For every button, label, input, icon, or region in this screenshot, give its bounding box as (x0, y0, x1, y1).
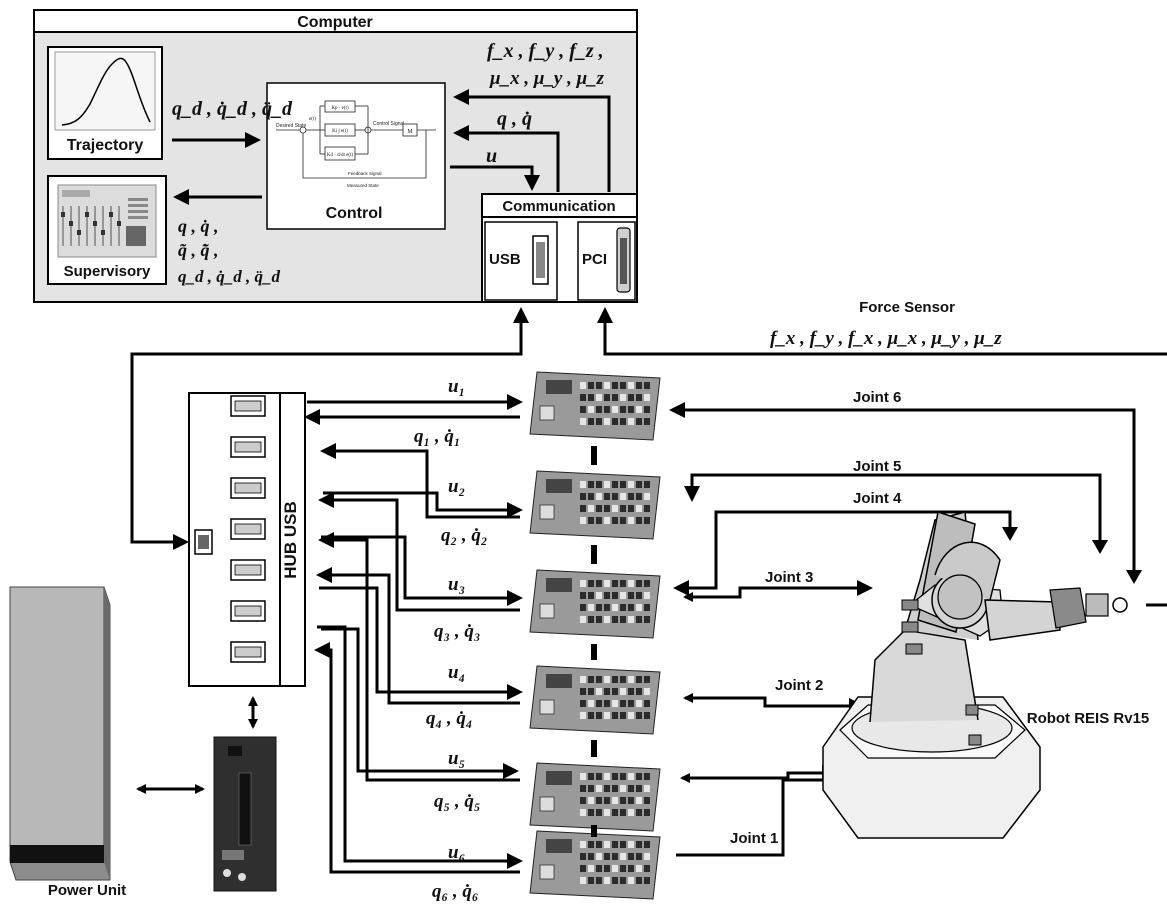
control-output-wire (321, 535, 523, 606)
control-output-label: u₅ (448, 748, 465, 769)
pci-label: PCI (582, 251, 607, 268)
comm-to-control-signal: q , q̇ (497, 108, 532, 130)
control-output-label: u₄ (448, 662, 465, 683)
force-to-control-arrow (453, 89, 611, 192)
joint-controller-board (529, 470, 661, 540)
robot-arm: Robot REIS Rv15 (822, 511, 1150, 839)
svg-text:Measured State: Measured State (347, 183, 379, 188)
control-output-wire (323, 491, 523, 518)
supervisory-slider-knob (101, 230, 105, 235)
communication-block: Communication USB PCI (481, 193, 638, 303)
supervisory-sliders (61, 198, 148, 246)
joint-feedback-label: q₆ , q̇₆ (432, 881, 479, 902)
communication-label: Communication (502, 198, 615, 215)
kp-block (324, 100, 356, 113)
force-to-control-signal-1: f_x , f_y , f_z , (487, 40, 604, 62)
supervisory-slider-knob (93, 221, 97, 226)
svg-text:Control Signal: Control Signal (373, 121, 404, 127)
control-output-wire (321, 627, 519, 779)
joint-feedback-wire (318, 532, 520, 782)
control-block: Desired State e(t) Kp · e(t) Ki ∫ e(t) K… (266, 82, 446, 230)
robot-label: Robot REIS Rv15 (1027, 710, 1150, 727)
supervisory-slider-knob (69, 221, 73, 226)
svg-text:Feedback Signal: Feedback Signal (348, 171, 382, 176)
control-output-label: u₃ (448, 574, 465, 595)
joint-5-wire (684, 473, 1102, 545)
hub-usb-label: HUB USB (281, 501, 300, 578)
hub-usb: HUB USB (188, 392, 306, 687)
hub-board-wires: u₁ q₁ , q̇₁ u₂ q₂ , q̇₂ u₃ q₃ , q̇₃ u₄ q₄ , q̇₄… (304, 376, 523, 902)
supervisory-block: Supervisory (47, 175, 167, 285)
computer-title: Computer (297, 14, 373, 31)
joint-1-wire-b (676, 778, 830, 857)
control-output-label: u₁ (448, 376, 465, 397)
control-to-supervisory-signal-1: q , q̇ , (178, 216, 219, 236)
supervisory-slider-knob (61, 212, 65, 217)
joint-labels: Joint 1 Joint 2 Joint 3 Joint 4 Joint 5 Joint… (669, 389, 1142, 857)
power-board (213, 736, 277, 892)
force-to-control-signal-2: μ_x , μ_y , μ_z (489, 68, 605, 89)
svg-text:Kd · d/dt e(t): Kd · d/dt e(t) (327, 153, 354, 158)
joint-1-label: Joint 1 (730, 830, 778, 847)
joint-feedback-label: q₁ , q̇₁ (414, 426, 461, 447)
svg-text:Ki ∫ e(t): Ki ∫ e(t) (332, 128, 348, 134)
joint-2-label: Joint 2 (775, 677, 823, 694)
control-to-supervisory-signal-2: q̃ , q̃̇ , (178, 240, 219, 260)
joint-feedback-wire (320, 443, 520, 519)
control-output-label: u₆ (448, 842, 465, 863)
control-to-supervisory-signal-3: q_d , q̇_d , q̈_d (178, 267, 281, 286)
joint-controller-boards (529, 371, 661, 900)
power-unit-label: Power Unit (48, 882, 126, 899)
joint-controller-board (529, 830, 661, 900)
joint-feedback-label: q₅ , q̇₅ (434, 791, 481, 812)
joint-6-label: Joint 6 (853, 389, 901, 406)
joint-1-wire (680, 765, 838, 783)
joint-feedback-wire (318, 492, 520, 612)
supervisory-slider-knob (109, 212, 113, 217)
joint-2-wire (683, 693, 865, 714)
comm-to-control-arrow (453, 125, 560, 192)
joint-controller-board (529, 569, 661, 639)
kd-block (324, 146, 356, 161)
supervisory-slider-knob (77, 230, 81, 235)
joint-4-label: Joint 4 (853, 490, 902, 507)
usb-label: USB (489, 251, 521, 268)
error-signal-label: e(t) (309, 117, 316, 122)
joint-controller-board (529, 762, 661, 832)
joint-feedback-wire (316, 567, 520, 705)
desired-state-label: Desired State (276, 123, 307, 129)
joint-3-label: Joint 3 (765, 569, 813, 586)
control-to-comm-signal: u (486, 145, 497, 167)
force-sensor-signal: f_x , f_y , f_x , μ_x , μ_y , μ_z (770, 328, 1002, 349)
trajectory-curve (61, 57, 151, 126)
joint-5-label: Joint 5 (853, 458, 901, 475)
svg-text:Kp · e(t): Kp · e(t) (331, 106, 349, 111)
control-to-comm-arrow (450, 165, 540, 191)
trajectory-to-control-signal: q_d , q̇_d , q̈_d (172, 98, 293, 120)
force-sensor-arrow (597, 307, 1167, 356)
joint-feedback-label: q₄ , q̇₄ (426, 708, 473, 729)
control-label: Control (326, 205, 383, 222)
control-output-wire (319, 586, 523, 700)
joint-feedback-label: q₃ , q̇₃ (434, 621, 481, 642)
trajectory-block: Trajectory (47, 46, 163, 160)
supervisory-slider-knob (117, 221, 121, 226)
joint-3-wire (683, 580, 873, 602)
force-sensor-title: Force Sensor (859, 299, 955, 316)
joint-controller-board (529, 371, 661, 441)
supervisory-slider-knob (85, 212, 89, 217)
hub-to-usb-arrow (130, 307, 529, 544)
control-output-wire (317, 625, 523, 869)
power-unit: Power Unit (9, 586, 126, 899)
joint-feedback-label: q₂ , q̇₂ (441, 525, 488, 546)
supervisory-label: Supervisory (64, 263, 151, 280)
joint-6-wire (669, 402, 1136, 575)
control-output-label: u₂ (448, 476, 465, 497)
svg-text:M: M (407, 129, 413, 135)
trajectory-label: Trajectory (67, 137, 144, 154)
joint-controller-board (529, 665, 661, 735)
joint-feedback-wire (314, 642, 520, 874)
hub-port-group (230, 395, 266, 663)
